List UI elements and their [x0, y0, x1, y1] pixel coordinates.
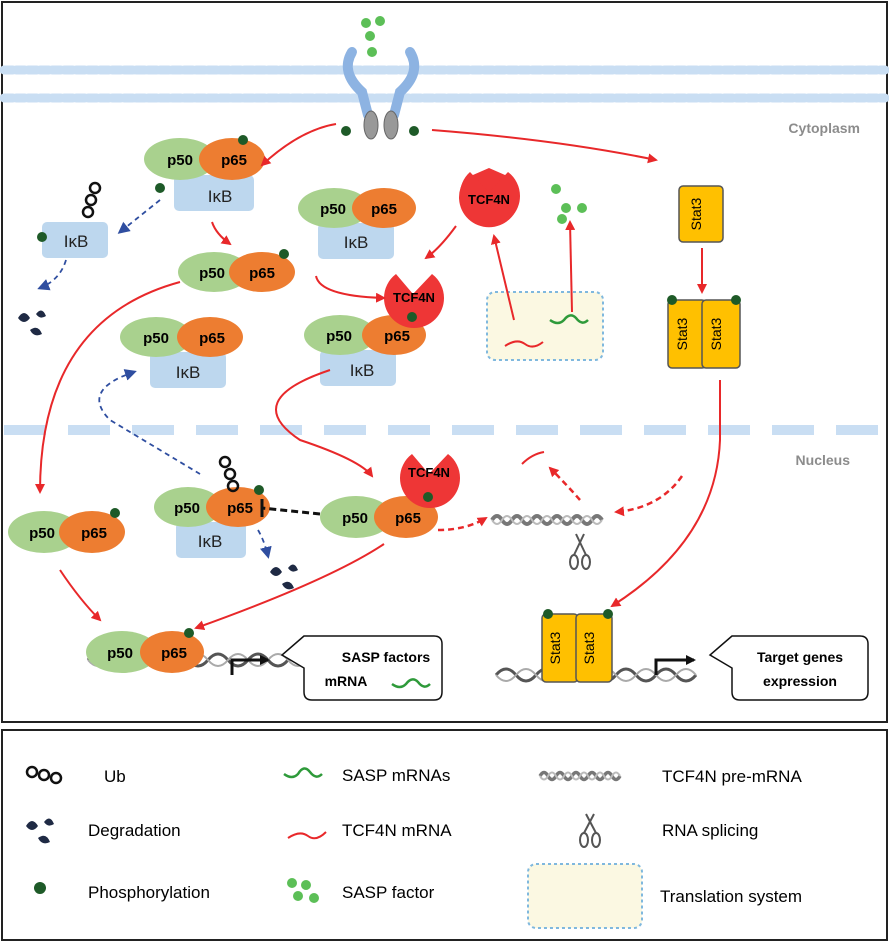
tcf4n-label: TCF4N	[408, 465, 450, 480]
legend-ub: Ub	[104, 767, 126, 786]
degradation-arrows	[37, 199, 272, 559]
sasp-factor-icon	[287, 878, 319, 903]
legend-sasp-mrnas: SASP mRNAs	[342, 766, 450, 785]
legend: Ub Degradation Phosphorylation SASP mRNA…	[25, 765, 802, 929]
tcf4n-pre-mrna-nuclear	[490, 514, 604, 526]
legend-tcf4n-pre-mrna: TCF4N pre-mRNA	[662, 767, 802, 786]
free-ikb-ubiquitinated: IκB	[37, 181, 108, 258]
sasp-callout: SASP factors mRNA	[280, 635, 443, 701]
tcf4n-label: TCF4N	[393, 290, 435, 305]
p50-label: p50	[143, 330, 169, 347]
stat3-monomer: Stat3	[678, 185, 724, 243]
sasp-callout-line2: mRNA	[325, 673, 368, 689]
p65-label: p65	[199, 330, 225, 347]
cell-membrane	[0, 65, 889, 103]
p65-label: p65	[221, 152, 247, 169]
ikb-label: IκB	[344, 233, 369, 252]
nfkb-ikb-complex-b: p50 p65 IκB	[120, 317, 243, 388]
inhibition-marker	[260, 499, 321, 517]
p50-label: p50	[326, 328, 352, 345]
nfkb-ikb-nuclear: p50 p65 IκB	[154, 455, 270, 558]
phospho-dot	[341, 126, 351, 136]
stat3-label: Stat3	[674, 317, 690, 350]
p65-label: p65	[371, 201, 397, 218]
sasp-factor-cluster-mid	[551, 184, 587, 224]
activation-arrows	[35, 123, 721, 631]
translation-system-box	[486, 291, 604, 361]
stat3-label: Stat3	[581, 631, 597, 664]
p65-label: p65	[249, 265, 275, 282]
legend-sasp-factor: SASP factor	[342, 883, 435, 902]
sasp-mrna-icon	[283, 767, 323, 779]
sasp-mrna	[549, 314, 589, 325]
ub-icon	[25, 765, 63, 785]
transcription-start-arrow	[230, 655, 270, 675]
p50-label: p50	[167, 152, 193, 169]
degradation-icon	[270, 564, 298, 590]
legend-rna-splicing: RNA splicing	[662, 821, 758, 840]
tcf4n-mrna	[504, 340, 544, 348]
receptor	[341, 47, 420, 140]
scissors-icon	[579, 813, 601, 848]
nucleus-label: Nucleus	[796, 452, 851, 468]
nfkb-dna-bound: p50 p65	[86, 628, 204, 673]
p65-label: p65	[395, 510, 421, 527]
ikb-label: IκB	[64, 232, 89, 251]
p65-label: p65	[81, 525, 107, 542]
degradation-icon	[26, 818, 54, 844]
p50-label: p50	[107, 645, 133, 662]
stat3-dimer-dna: Stat3 Stat3	[541, 609, 613, 683]
legend-panel-frame	[1, 729, 888, 941]
ikb-label: IκB	[350, 361, 375, 380]
p50-label: p50	[199, 265, 225, 282]
p50-label: p50	[320, 201, 346, 218]
nfkb-nuclear: p50 p65	[8, 508, 125, 553]
tcf4n-mrna-spliced	[521, 451, 545, 465]
phospho-dot	[409, 126, 419, 136]
p50-label: p50	[342, 510, 368, 527]
scissors-icon	[569, 533, 591, 570]
tcf4n-mrna-icon	[287, 831, 327, 840]
legend-phosphorylation: Phosphorylation	[88, 883, 210, 902]
stat3-label: Stat3	[708, 317, 724, 350]
sasp-factor-cluster-top	[361, 16, 385, 57]
degradation-icon	[18, 310, 46, 336]
stat3-label: Stat3	[547, 631, 563, 664]
legend-degradation: Degradation	[88, 821, 181, 840]
dashed-activation-arrows	[437, 466, 684, 532]
p50-label: p50	[174, 500, 200, 517]
p65-label: p65	[384, 328, 410, 345]
sasp-callout-line1: SASP factors	[342, 649, 431, 665]
legend-translation-system: Translation system	[660, 887, 802, 906]
transcription-start-arrow	[654, 655, 696, 675]
phosphorylation-icon	[34, 882, 46, 894]
cytoplasm-label: Cytoplasm	[788, 120, 860, 136]
tcf4n-free: TCF4N	[459, 168, 520, 228]
pre-mrna-icon	[538, 770, 622, 782]
target-callout-line1: Target genes	[757, 649, 843, 665]
p65-label: p65	[161, 645, 187, 662]
target-callout-line2: expression	[763, 673, 837, 689]
stat3-dimer-cyto: Stat3 Stat3	[667, 295, 741, 369]
tcf4n-nfkb-ikb-complex: TCF4N p50 p65 IκB	[304, 274, 444, 386]
legend-tcf4n-mrna: TCF4N mRNA	[342, 821, 452, 840]
nfkb-ikb-complex-c: p50 p65 IκB	[298, 188, 416, 259]
tcf4n-nfkb-nuclear: TCF4N p50 p65	[320, 454, 460, 538]
p65-label: p65	[227, 500, 253, 517]
ikb-label: IκB	[176, 363, 201, 382]
stat3-label: Stat3	[688, 197, 704, 230]
nfkb-released: p50 p65	[178, 249, 295, 292]
tcf4n-label: TCF4N	[468, 192, 510, 207]
translation-system-icon	[527, 863, 643, 929]
ikb-label: IκB	[198, 532, 223, 551]
nfkb-ikb-complex-a: p50 p65 IκB	[144, 135, 265, 211]
ikb-label: IκB	[208, 187, 233, 206]
pathway-panel-frame	[1, 1, 888, 723]
p50-label: p50	[29, 525, 55, 542]
target-callout: Target genes expression	[708, 635, 869, 701]
